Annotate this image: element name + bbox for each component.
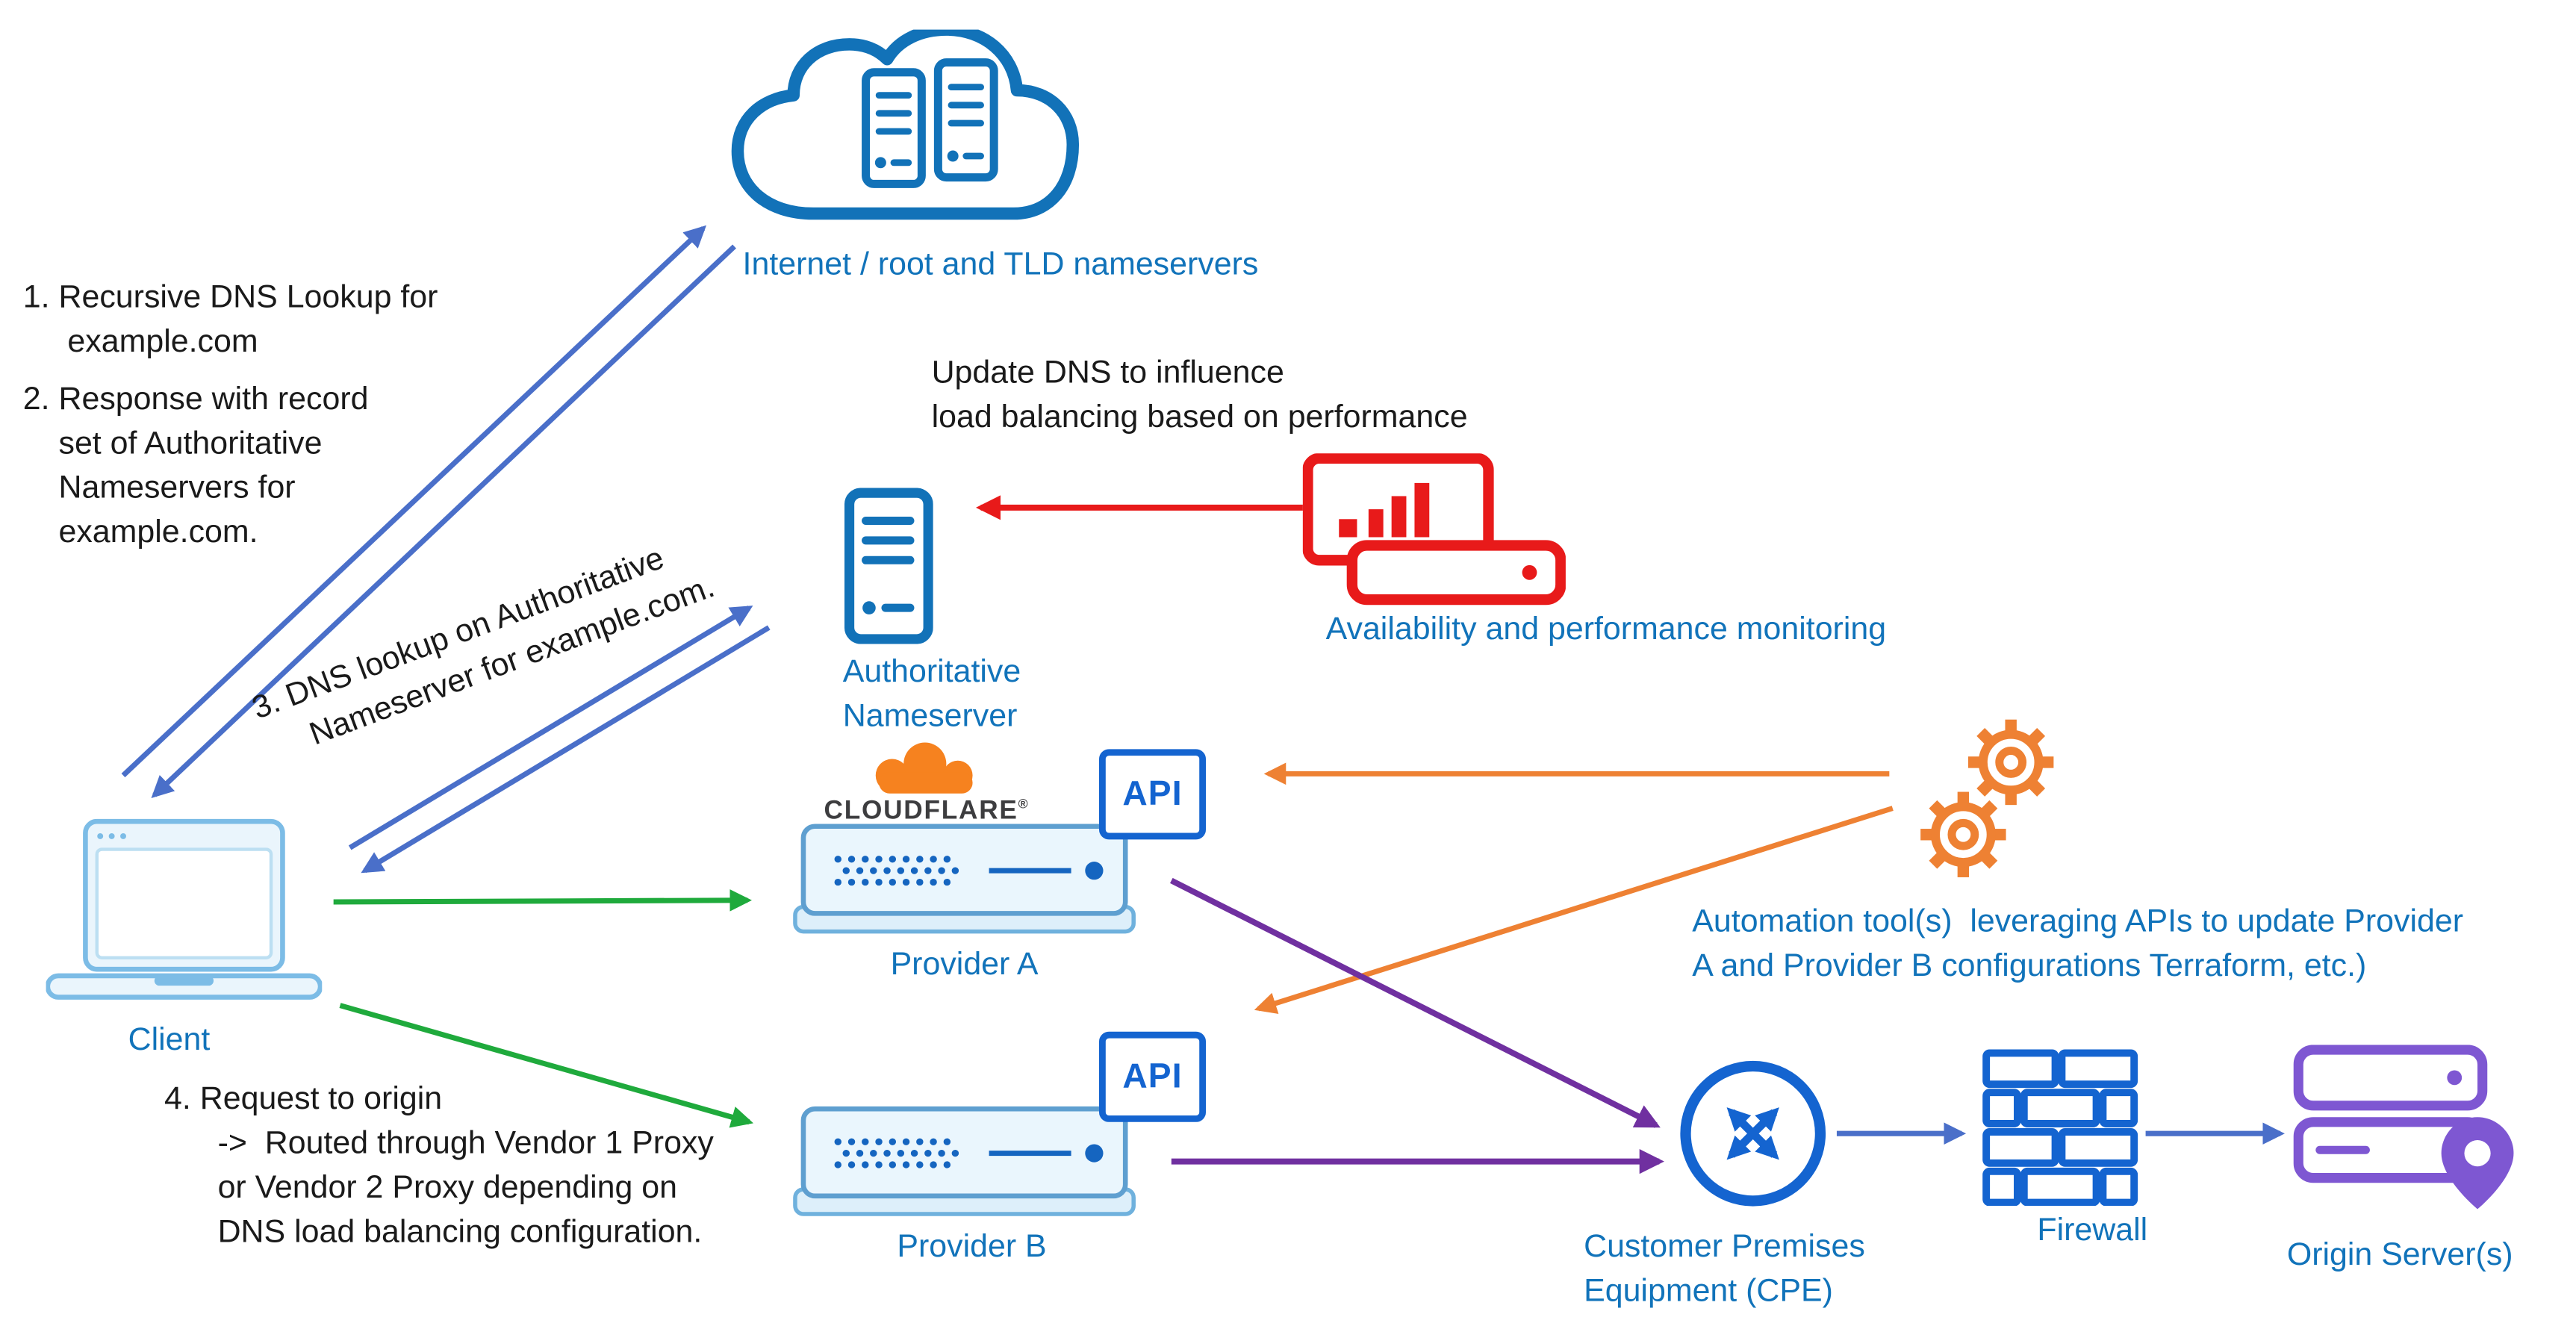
origin-servers-icon [2293, 1045, 2514, 1210]
arrow-recursive-response [151, 244, 736, 799]
cpe-router-icon [1680, 1060, 1826, 1207]
api-badge-label: API [1122, 1056, 1183, 1095]
arrow-provider-a-cpe [1170, 877, 1661, 1128]
gear-icon [1967, 719, 2054, 806]
step2-annotation: 2. Response with record set of Authorita… [22, 381, 369, 551]
api-badge-label: API [1122, 774, 1183, 813]
cpe-label: Customer Premises Equipment (CPE) [1584, 1228, 1865, 1310]
origin-label: Origin Server(s) [2286, 1236, 2513, 1274]
gear-icon [1920, 791, 2006, 877]
client-laptop-icon [46, 818, 323, 1000]
firewall-label: Firewall [2037, 1212, 2148, 1249]
authoritative-nameserver-icon [844, 488, 933, 644]
arrow-auth-response [361, 625, 771, 874]
update-dns-annotation: Update DNS to influence load balancing b… [931, 355, 1468, 436]
cloudflare-cloud-icon [875, 742, 973, 794]
arrow-client-provider-b [339, 1003, 754, 1128]
provider-a-appliance-icon [793, 824, 1136, 934]
internet-label: Internet / root and TLD nameservers [742, 246, 1259, 283]
provider-a-label: Provider A [890, 946, 1039, 983]
cloudflare-wordmark: CLOUDFLARE [824, 797, 1018, 826]
internet-cloud-icon [731, 29, 1080, 220]
chart-dot [1339, 519, 1357, 538]
api-badge-provider-a: API [1099, 749, 1207, 840]
cloudflare-trademark: ® [1018, 797, 1030, 812]
arrow-auth-lookup [348, 606, 753, 850]
api-badge-provider-b: API [1099, 1031, 1207, 1122]
provider-b-appliance-icon [793, 1106, 1136, 1216]
provider-b-label: Provider B [897, 1228, 1047, 1266]
step4-annotation: 4. Request to origin -> Routed through V… [164, 1080, 714, 1251]
firewall-icon [1982, 1049, 2138, 1207]
cloudflare-logo: CLOUDFLARE® [815, 742, 1038, 827]
monitoring-label: Availability and performance monitoring [1325, 611, 1887, 647]
automation-label: Automation tool(s) leveraging APIs to up… [1692, 903, 2464, 984]
rack-server-icon [862, 68, 926, 188]
step1-annotation: 1. Recursive DNS Lookup for example.com [22, 279, 438, 360]
monitoring-icon [1302, 453, 1566, 606]
automation-gears-icon [1920, 719, 2054, 877]
location-pin-icon [2441, 1117, 2514, 1210]
arrow-recursive-lookup [121, 225, 707, 778]
arrow-client-provider-a [333, 889, 753, 912]
rack-server-icon [933, 58, 998, 182]
client-label: Client [128, 1021, 211, 1058]
authoritative-nameserver-label: Authoritative Nameserver [842, 653, 1021, 735]
